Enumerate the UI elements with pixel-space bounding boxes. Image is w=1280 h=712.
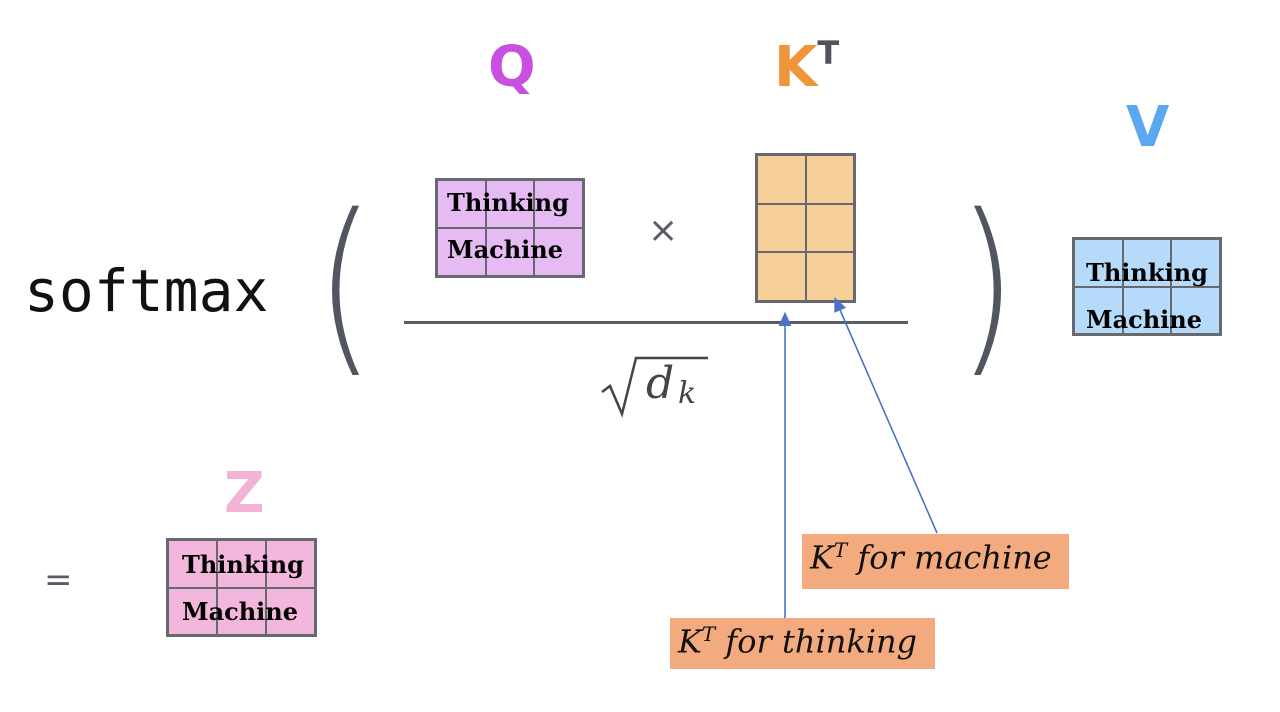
v-matrix	[1072, 237, 1222, 336]
matrix-cell	[485, 228, 535, 276]
annotation-kt-thinking: KT for thinking	[670, 618, 935, 669]
q-label: Q	[488, 35, 536, 100]
matrix-cell	[534, 228, 583, 276]
matrix-cell	[168, 540, 217, 588]
z-matrix	[166, 538, 317, 637]
matrix-cell	[1122, 239, 1172, 287]
right-parenthesis: )	[957, 174, 1017, 395]
matrix-cell	[757, 203, 806, 253]
annotation-t: T	[701, 622, 716, 646]
v-row-machine: Machine	[1086, 305, 1203, 334]
d-variable: d	[646, 358, 675, 409]
v-row-thinking: Thinking	[1086, 258, 1208, 287]
matrix-cell	[217, 540, 266, 588]
matrix-cell	[1171, 239, 1220, 287]
matrix-cell	[266, 587, 315, 635]
matrix-cell	[757, 155, 806, 204]
z-label: Z	[224, 461, 265, 526]
softmax-function: softmax	[24, 257, 269, 325]
matrix-cell	[437, 180, 486, 228]
matrix-cell	[266, 540, 315, 588]
kt-matrix	[755, 153, 856, 303]
k-letter: K	[774, 35, 818, 100]
left-parenthesis: (	[315, 174, 375, 395]
radical-sign-icon	[601, 356, 708, 418]
annotation-text: for thinking	[725, 622, 918, 661]
matrix-cell	[805, 252, 854, 301]
z-row-thinking: Thinking	[182, 550, 304, 579]
q-row-machine: Machine	[447, 235, 564, 264]
matrix-cell	[534, 180, 583, 228]
annotation-k: K	[810, 538, 834, 577]
matrix-cell	[1074, 286, 1123, 334]
v-label: V	[1126, 95, 1170, 160]
kt-label: KT	[774, 34, 839, 96]
k-subscript: k	[678, 376, 697, 411]
annotation-t: T	[833, 538, 848, 562]
multiply-sign: ×	[648, 210, 679, 251]
matrix-cell	[757, 252, 806, 301]
fraction-bar	[404, 321, 908, 324]
matrix-cell	[1122, 286, 1172, 334]
annotation-k: K	[678, 622, 702, 661]
arrow-machine	[834, 297, 938, 534]
annotation-text: for machine	[857, 538, 1052, 577]
matrix-cell	[805, 203, 854, 253]
q-row-thinking: Thinking	[447, 188, 569, 217]
q-matrix	[435, 178, 585, 278]
z-row-machine: Machine	[182, 597, 299, 626]
transpose-superscript: T	[817, 34, 840, 72]
annotation-kt-machine: KT for machine	[802, 534, 1069, 589]
matrix-cell	[437, 228, 486, 276]
matrix-cell	[168, 587, 217, 635]
matrix-cell	[1171, 286, 1220, 334]
matrix-cell	[805, 155, 854, 204]
matrix-cell	[217, 587, 266, 635]
matrix-cell	[485, 180, 535, 228]
equals-sign: =	[44, 560, 73, 600]
matrix-cell	[1074, 239, 1123, 287]
